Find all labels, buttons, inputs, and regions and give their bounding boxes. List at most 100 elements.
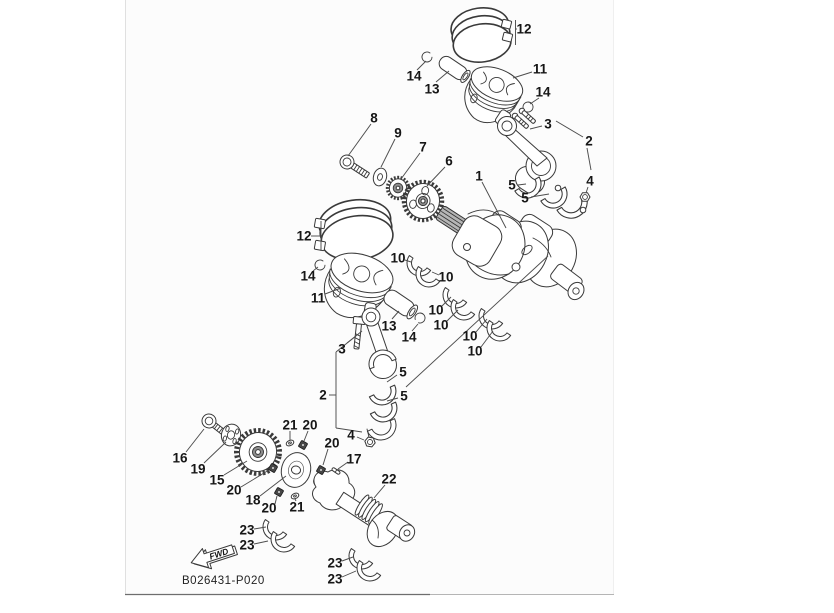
- callout-16: 16: [172, 451, 188, 466]
- callout-19: 19: [190, 462, 205, 477]
- callout-10: 10: [438, 270, 453, 285]
- callout-20: 20: [261, 501, 276, 516]
- callout-8: 8: [370, 111, 378, 126]
- leader-line: [481, 181, 507, 229]
- leader-line: [386, 374, 398, 383]
- leader-line: [253, 540, 269, 545]
- leader-line: [240, 469, 270, 488]
- leader-line: [346, 335, 357, 344]
- ring-gap-tab: [501, 31, 514, 43]
- callout-5: 5: [399, 365, 407, 380]
- ring-pin: [285, 439, 295, 447]
- leader-line: [405, 255, 549, 388]
- callout-10: 10: [428, 303, 443, 318]
- callout-13: 13: [381, 319, 397, 334]
- callout-2: 2: [585, 134, 593, 149]
- leader-line: [259, 475, 287, 497]
- leader-line: [426, 166, 446, 187]
- callout-23: 23: [327, 572, 343, 587]
- leader-line: [585, 186, 589, 194]
- square-nut: [298, 440, 308, 450]
- washer: [372, 167, 388, 187]
- damper-boss: [280, 452, 312, 488]
- leader-line: [446, 309, 459, 322]
- piston-pin-upper: [438, 55, 471, 83]
- callout-20: 20: [324, 436, 339, 451]
- drawing-code: B026431-P020: [182, 575, 265, 587]
- leader-line: [380, 138, 396, 168]
- leader-line: [347, 123, 372, 157]
- dowel-pin: [331, 467, 341, 475]
- square-nut: [316, 465, 326, 475]
- callout-4: 4: [586, 174, 594, 189]
- callout-3: 3: [338, 342, 346, 357]
- leader-line: [322, 448, 329, 466]
- leader-line: [517, 183, 527, 186]
- callout-22: 22: [381, 472, 396, 487]
- leader-line: [356, 436, 365, 441]
- leader-line: [475, 318, 488, 333]
- fwd-arrow: FWD: [190, 544, 238, 570]
- callout-12: 12: [516, 22, 531, 37]
- leader-line: [512, 71, 533, 79]
- leader-line: [400, 152, 421, 180]
- leader-line: [529, 97, 540, 105]
- ring-pin: [290, 492, 300, 500]
- square-nut: [274, 487, 284, 497]
- rod-nut-left: [363, 436, 377, 448]
- callout-14: 14: [401, 330, 417, 345]
- leader-line: [223, 460, 248, 476]
- rod-bolt-right: [511, 112, 529, 129]
- callout-labels: 1214131114324558976112141113141010101010…: [172, 22, 594, 587]
- leader-line: [337, 461, 349, 470]
- leader-line: [274, 495, 278, 505]
- callout-17: 17: [346, 452, 361, 467]
- leader-line: [386, 397, 399, 402]
- leader-line: [341, 556, 354, 562]
- callout-12: 12: [296, 229, 311, 244]
- callout-23: 23: [327, 556, 343, 571]
- callout-5: 5: [521, 191, 529, 206]
- leader-line: [341, 570, 357, 578]
- callout-14: 14: [535, 85, 551, 100]
- rod-nut-right: [579, 192, 591, 202]
- callout-20: 20: [302, 418, 317, 433]
- callout-14: 14: [300, 269, 316, 284]
- leader-line: [324, 287, 342, 295]
- callout-3: 3: [544, 117, 552, 132]
- ring-gap-tab: [313, 217, 326, 230]
- ring-gap-tab: [313, 239, 326, 252]
- callout-1: 1: [475, 169, 483, 184]
- callout-9: 9: [394, 126, 402, 141]
- piston-ring-set-left: [318, 198, 394, 262]
- leader-line: [303, 430, 309, 442]
- leader-line: [416, 60, 427, 71]
- leader-line: [411, 323, 419, 332]
- leader-line: [480, 330, 494, 348]
- leader-line: [294, 498, 297, 502]
- rod-cap-left: [366, 418, 402, 446]
- leader-lines: [185, 20, 592, 578]
- callout-13: 13: [424, 82, 440, 97]
- balancer-drive-gear: [234, 428, 282, 476]
- leader-line: [435, 70, 450, 83]
- leader-line: [530, 193, 550, 198]
- square-nut: [268, 463, 278, 473]
- callout-6: 6: [445, 154, 453, 169]
- leader-line: [529, 125, 543, 130]
- callout-5: 5: [508, 178, 516, 193]
- connecting-rod-left: [361, 302, 397, 379]
- piston-pin-left: [383, 289, 419, 320]
- crankshaft: [435, 205, 585, 301]
- lock-washer: [220, 423, 242, 447]
- callout-18: 18: [245, 493, 261, 508]
- leader-line: [185, 428, 205, 453]
- leader-line: [253, 526, 267, 530]
- callout-10: 10: [433, 318, 448, 333]
- callout-11: 11: [311, 291, 326, 306]
- leader-line: [431, 271, 440, 276]
- callout-20: 20: [226, 483, 241, 498]
- callout-11: 11: [533, 62, 548, 77]
- callout-21: 21: [282, 418, 298, 433]
- leader-line: [312, 266, 319, 272]
